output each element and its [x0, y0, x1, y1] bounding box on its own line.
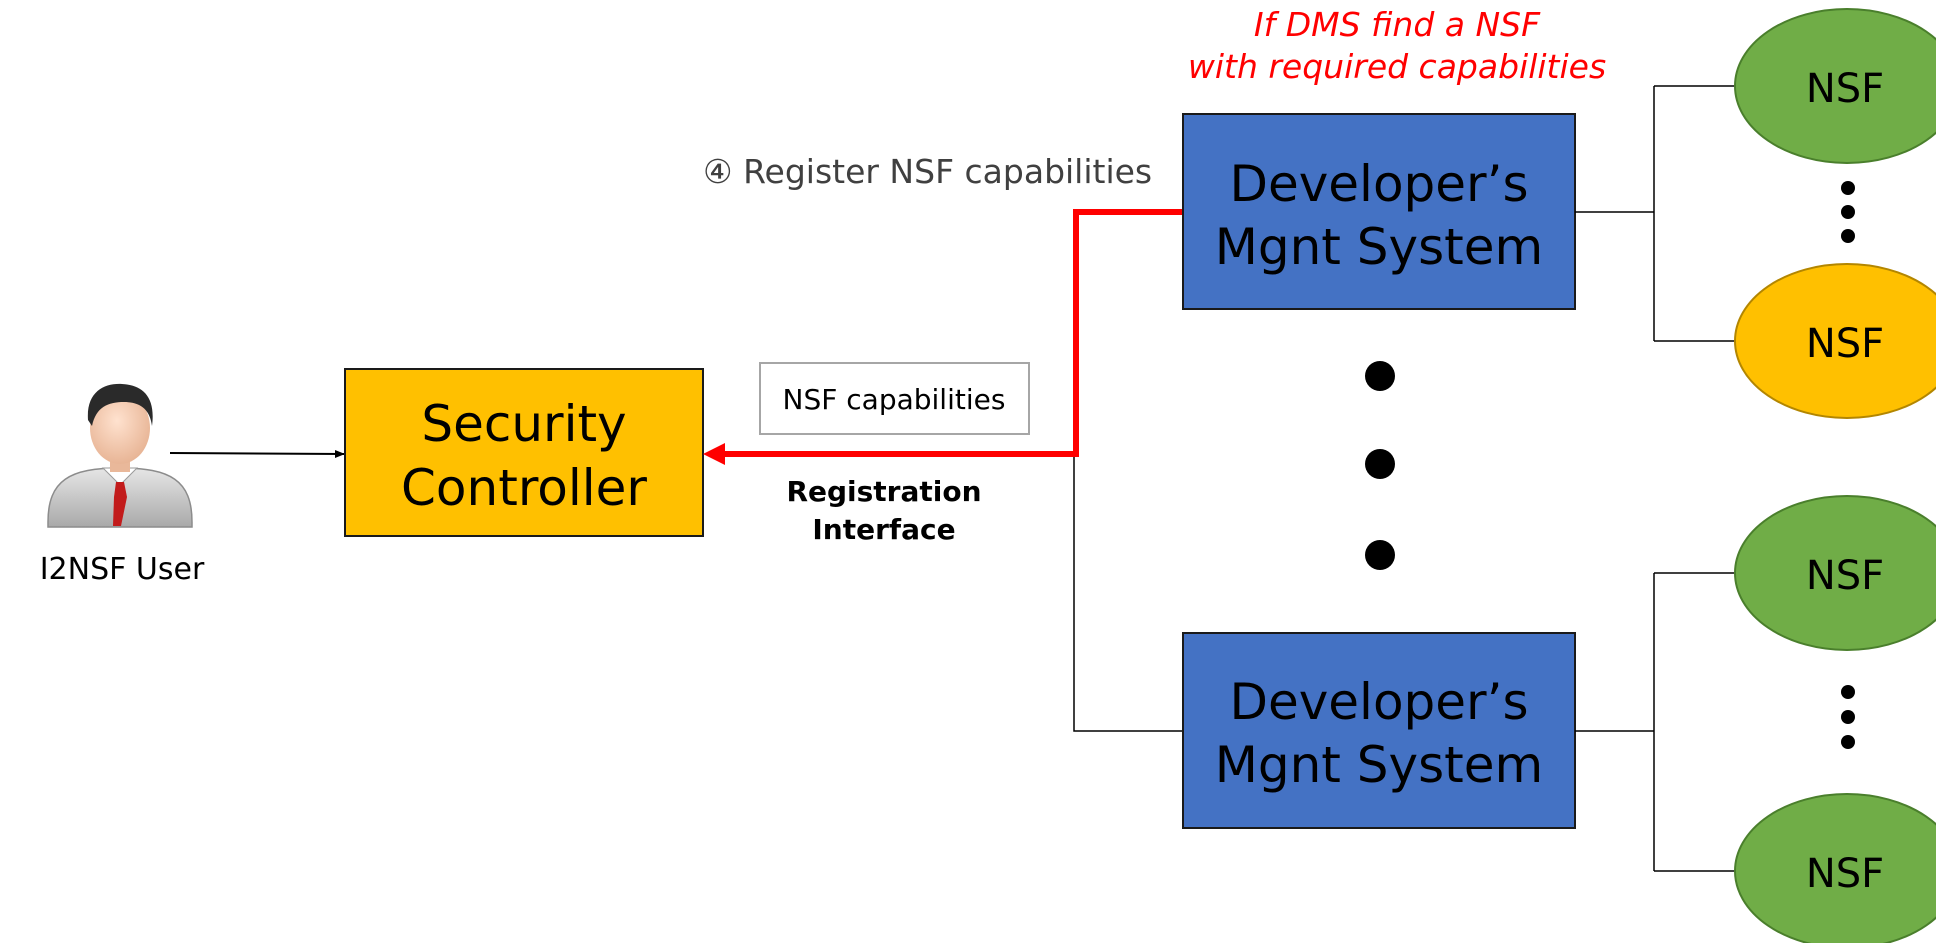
connector-controller-to-dms-bottom: [1073, 455, 1183, 732]
security-controller-line1: Security: [421, 395, 626, 453]
ellipsis-dots-nsf-top: [1841, 181, 1855, 243]
user-label: I2NSF User: [40, 552, 205, 587]
dms-bottom-box: [1182, 632, 1576, 829]
connector-dms-top-to-nsfs: [1575, 85, 1737, 342]
nsf-ellipse: [1734, 263, 1936, 419]
dms-bottom-node: Developer’s Mgnt System: [1182, 632, 1576, 829]
step-label: ④ Register NSF capabilities: [703, 152, 1152, 191]
dms-bottom-line2: Mgnt System: [1215, 736, 1544, 794]
dms-top-line2: Mgnt System: [1215, 218, 1544, 276]
security-controller-box: [344, 368, 704, 537]
dms-bottom-line1: Developer’s: [1229, 673, 1528, 731]
security-controller-node: Security Controller: [344, 368, 704, 537]
nsf-node-2: NSF: [1734, 263, 1936, 419]
nsf-label: NSF: [1806, 66, 1884, 112]
nsf-label: NSF: [1806, 553, 1884, 599]
capabilities-box: NSF capabilities: [759, 362, 1030, 435]
nsf-label: NSF: [1806, 321, 1884, 367]
capabilities-label: NSF capabilities: [783, 383, 1006, 416]
nsf-node-1: NSF: [1734, 8, 1936, 164]
registration-path: [720, 209, 1183, 457]
condition-note-line1: If DMS find a NSF: [1254, 5, 1541, 44]
dms-top-line1: Developer’s: [1229, 155, 1528, 213]
person-icon: [47, 383, 193, 528]
condition-note-line2: with required capabilities: [1188, 47, 1606, 86]
user-to-controller-arrow: [169, 449, 345, 458]
nsf-ellipse: [1734, 8, 1936, 164]
connector-dms-bottom-to-nsfs: [1575, 572, 1737, 872]
nsf-label: NSF: [1806, 851, 1884, 897]
security-controller-line2: Controller: [401, 459, 647, 517]
ellipsis-dots-dms: [1365, 361, 1395, 570]
registration-interface-line2: Interface: [812, 513, 955, 546]
dms-top-box: [1182, 113, 1576, 310]
nsf-ellipse: [1734, 793, 1936, 943]
dms-top-node: Developer’s Mgnt System: [1182, 113, 1576, 310]
ellipsis-dots-nsf-bottom: [1841, 685, 1855, 749]
registration-arrowhead: [703, 443, 725, 465]
nsf-node-4: NSF: [1734, 793, 1936, 943]
nsf-ellipse: [1734, 495, 1936, 651]
nsf-node-3: NSF: [1734, 495, 1936, 651]
registration-interface-line1: Registration: [786, 475, 981, 508]
